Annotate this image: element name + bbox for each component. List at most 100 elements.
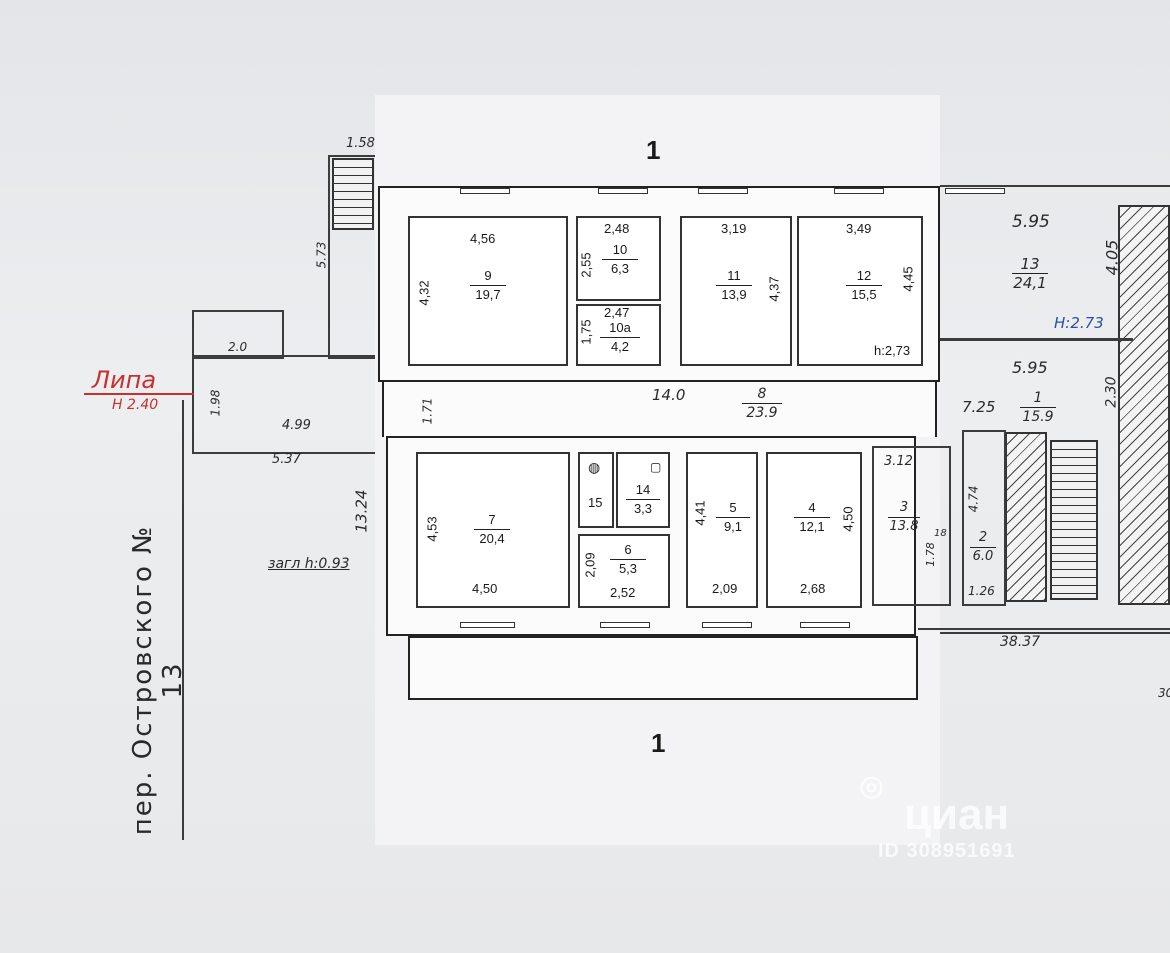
sheet-label-bottom: 1: [651, 728, 666, 758]
annex-outer-dim: 5.37: [272, 452, 301, 467]
divider: [794, 517, 830, 518]
room-10-side: 2,55: [578, 252, 594, 278]
east-stairs: [1050, 440, 1098, 600]
room-1-number: 1: [1033, 390, 1043, 406]
room-7-area: 20,4: [479, 531, 505, 546]
corridor-8-side: 1.71: [420, 397, 435, 425]
room-12-number: 12: [856, 268, 872, 283]
room-9-top: 4,56: [470, 231, 496, 246]
room-10a-area: 4,2: [610, 339, 630, 354]
room-10-number: 10: [612, 242, 628, 257]
left-boundary-line: [182, 400, 184, 840]
window: [945, 188, 1005, 194]
room-12-top: 3,49: [846, 221, 872, 236]
room-4-number: 4: [808, 500, 816, 515]
street-underline: [84, 393, 194, 395]
stair-hatched-wall: [1005, 432, 1047, 602]
window: [800, 622, 850, 628]
room-11: [680, 216, 792, 366]
divider: [600, 337, 640, 338]
room-5-number: 5: [729, 500, 737, 515]
room-5-side: 4,41: [692, 500, 708, 526]
divider: [470, 285, 506, 286]
divider: [1020, 407, 1056, 408]
divider: [610, 559, 646, 560]
room-2-number: 2: [978, 530, 988, 545]
annex-height: H:2.73: [1054, 314, 1104, 332]
east-hatched-wall: [1118, 205, 1170, 605]
window: [698, 188, 748, 194]
edge-mark: 30: [1158, 686, 1170, 700]
annex-side-dim: 1.98: [208, 389, 223, 417]
divider: [970, 547, 996, 548]
sheet-label-top: 1: [646, 135, 661, 165]
window: [834, 188, 884, 194]
room-14: [616, 452, 670, 528]
watermark-logo-icon: ⌾: [860, 768, 883, 810]
room-3-mark: 18: [934, 528, 947, 539]
room-1-left: 7.25: [962, 398, 996, 416]
room-11-area: 13,9: [721, 287, 747, 302]
window: [600, 622, 650, 628]
room-15: [578, 452, 614, 528]
room-6: [578, 534, 670, 608]
room-10a: [576, 304, 661, 366]
room-4-bottom: 2,68: [800, 581, 826, 596]
room-13-area: 24,1: [1013, 274, 1047, 292]
left-wall-dim: 13.24: [352, 489, 371, 533]
window: [460, 622, 515, 628]
room-4-side: 4,50: [840, 506, 856, 532]
room-4: [766, 452, 862, 608]
room-5-area: 9,1: [723, 519, 743, 534]
room-13-top: 5.95: [1012, 212, 1050, 232]
window: [702, 622, 752, 628]
room-3-number: 3: [899, 500, 909, 515]
room-10-top: 2,48: [604, 221, 630, 236]
room-7-number: 7: [488, 512, 496, 527]
room-13-number: 13: [1020, 255, 1040, 273]
total-length-dim: 38.37: [1000, 634, 1041, 650]
room-11-side: 4,37: [766, 276, 782, 302]
divider: [716, 517, 750, 518]
window: [598, 188, 648, 194]
room-4-area: 12,1: [799, 519, 825, 534]
room-10: [576, 216, 661, 301]
room-10a-top: 2,47: [604, 305, 630, 320]
room-13-side: 4.05: [1102, 239, 1122, 276]
room-14-number: 14: [635, 482, 651, 497]
divider: [474, 529, 510, 530]
annex-box: [192, 310, 284, 359]
watermark-id: ID 308951691: [878, 840, 1016, 862]
room-10a-side: 1,75: [578, 319, 594, 345]
room-11-number: 11: [727, 268, 741, 283]
room-11-top: 3,19: [721, 221, 747, 236]
room-2-outline: [962, 430, 1006, 606]
street-height: H 2.40: [112, 397, 159, 413]
annex-top-dim: 2.0: [228, 340, 248, 354]
room-1-side: 2.30: [1103, 376, 1120, 408]
room-10a-number: 10а: [609, 320, 631, 335]
corridor-8-area: 23.9: [746, 405, 778, 421]
porch-top-dim: 1.58: [346, 136, 375, 151]
annex-inner-dim: 4.99: [282, 418, 311, 433]
south-porch: [408, 636, 918, 700]
room-15-number: 15: [588, 495, 603, 510]
room-2-bottom: 1.26: [968, 584, 995, 598]
room-12: [797, 216, 923, 366]
room-9: [408, 216, 568, 366]
divider: [602, 259, 638, 260]
room-10-area: 6,3: [610, 261, 630, 276]
room-14-area: 3,3: [633, 501, 653, 516]
room-2-side: 4.74: [966, 485, 981, 513]
watermark-brand: циан: [904, 790, 1010, 839]
